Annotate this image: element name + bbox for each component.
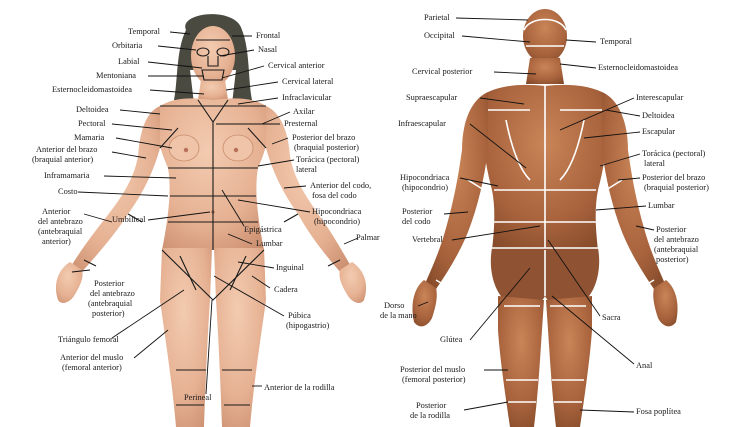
front-label-anterior-antebrazo-1: Anterior [42,207,71,216]
front-label-anterior-antebrazo-4: anterior) [42,237,71,246]
front-label-presternal: Presternal [284,119,318,128]
back-label-posterior-rodilla-2: de la rodilla [410,411,450,420]
back-label-glutea: Glútea [440,335,463,344]
front-label-umbilical: Umbilical [112,215,146,224]
front-label-esternocleidomastoidea: Esternocleidomastoidea [52,85,132,94]
back-label-hipocondriaca-b-1: Hipocondriaca [400,173,450,182]
front-label-palmar: Palmar [356,233,380,242]
back-label-posterior-codo-1: Posterior [402,207,432,216]
back-label-temporal: Temporal [600,37,633,46]
back-label-supraescapular: Supraescapular [406,93,457,102]
front-label-anterior-muslo-2: (femoral anterior) [62,363,122,372]
front-label-mentoniana: Mentoniana [96,71,136,80]
front-label-nasal: Nasal [258,45,278,54]
front-label-posterior-brazo-2: (braquial posterior) [294,143,359,152]
front-neck [198,80,228,100]
front-hand-left [56,262,83,303]
front-label-anterior-antebrazo-2: del antebrazo [38,217,83,226]
back-label-toracica-b-1: Torácica (pectoral) [642,149,706,158]
back-label-parietal: Parietal [424,13,450,22]
back-label-anal: Anal [636,361,653,370]
front-label-inframamaria: Inframamaria [44,171,90,180]
back-hand-right [653,280,677,326]
front-arm-right [266,106,352,274]
back-label-posterior-antebrazo-b-2: del antebrazo [654,235,699,244]
front-label-toracica-1: Torácica (pectoral) [296,155,360,164]
front-label-frontal: Frontal [256,31,281,40]
front-label-posterior-antebrazo-4: posterior) [92,309,125,318]
back-label-posterior-antebrazo-b-4: posterior) [656,255,689,264]
back-neck [526,58,564,84]
back-label-dorso-mano-1: Dorso [384,301,404,310]
back-label-deltoidea: Deltoidea [642,111,675,120]
front-label-posterior-antebrazo-1: Posterior [94,279,124,288]
front-label-deltoidea: Deltoidea [76,105,109,114]
front-label-inguinal: Inguinal [276,263,305,272]
back-label-cervical-posterior: Cervical posterior [412,67,472,76]
front-label-orbitaria: Orbitaria [112,41,143,50]
front-label-anterior-brazo-2: (braquial anterior) [32,155,93,164]
back-leg-left [498,296,544,427]
front-label-anterior-muslo-1: Anterior del muslo [60,353,123,362]
back-label-escapular: Escapular [642,127,675,136]
front-label-pubica-1: Púbica [288,311,311,320]
back-label-fosa-poplitea: Fosa poplítea [636,407,681,416]
front-label-labial: Labial [118,57,140,66]
front-head [191,26,235,86]
front-label-cadera: Cadera [274,285,298,294]
front-hand-right [339,262,366,303]
front-label-perineal: Perineal [184,393,212,402]
front-label-costo: Costo [58,187,78,196]
back-label-lumbar: Lumbar [648,201,675,210]
front-leg-right [214,248,266,427]
front-label-anterior-antebrazo-3: (antebraquial [38,227,83,236]
back-label-interescapular: Interescapular [636,93,684,102]
front-label-anterior-codo-2: fosa del codo [312,191,357,200]
front-label-lumbar: Lumbar [256,239,283,248]
front-label-posterior-brazo-1: Posterior del brazo [292,133,355,142]
front-label-anterior-brazo-1: Anterior del brazo [36,145,97,154]
back-label-posterior-muslo-2: (femoral posterior) [402,375,466,384]
front-label-hipocondriaca-1: Hipocondriaca [312,207,362,216]
front-label-pectoral: Pectoral [78,119,106,128]
back-label-posterior-brazo-b-2: (braquial posterior) [644,183,709,192]
front-label-infraclavicular: Infraclavicular [282,93,331,102]
front-label-temporal: Temporal [128,27,161,36]
back-label-posterior-muslo-1: Posterior del muslo [400,365,465,374]
back-head [523,9,567,63]
front-label-epigastrica: Epigástrica [244,225,282,234]
back-label-posterior-codo-2: del codo [402,217,431,226]
back-label-dorso-mano-2: de la mano [380,311,417,320]
back-label-vertebral: Vertebral [412,235,443,244]
back-label-esternocleidomastoidea: Esternocleidomastoidea [598,63,678,72]
back-label-posterior-rodilla-1: Posterior [416,401,446,410]
front-label-cervical-lateral: Cervical lateral [282,77,334,86]
back-label-posterior-antebrazo-b-3: (antebraquial [654,245,699,254]
front-label-pubica-2: (hipogastrio) [286,321,329,330]
back-label-hipocondriaca-b-2: (hipocondrio) [402,183,448,192]
front-label-cervical-anterior: Cervical anterior [268,61,325,70]
front-label-mamaria: Mamaria [74,133,105,142]
front-label-toracica-2: lateral [296,165,318,174]
front-label-anterior-codo-1: Anterior del codo, [310,181,371,190]
back-label-sacra: Sacra [602,313,621,322]
back-label-infraescapular: Infraescapular [398,119,446,128]
front-label-anterior-rodilla: Anterior de la rodilla [264,383,335,392]
front-label-hipocondriaca-2: (hipocondrio) [314,217,360,226]
front-breast-right [223,135,253,161]
front-label-posterior-antebrazo-2: del antebrazo [90,289,135,298]
front-arm-left [70,106,160,274]
back-label-posterior-antebrazo-b-1: Posterior [656,225,686,234]
back-leg-right [546,296,592,427]
back-label-occipital: Occipital [424,31,455,40]
front-label-axilar: Axilar [293,107,315,116]
front-label-triangulo-femoral: Triángulo femoral [58,335,120,344]
back-label-posterior-brazo-b-1: Posterior del brazo [642,173,705,182]
front-label-posterior-antebrazo-3: (antebraquial [88,299,133,308]
front-breast-left [169,135,199,161]
back-label-toracica-b-2: lateral [644,159,666,168]
